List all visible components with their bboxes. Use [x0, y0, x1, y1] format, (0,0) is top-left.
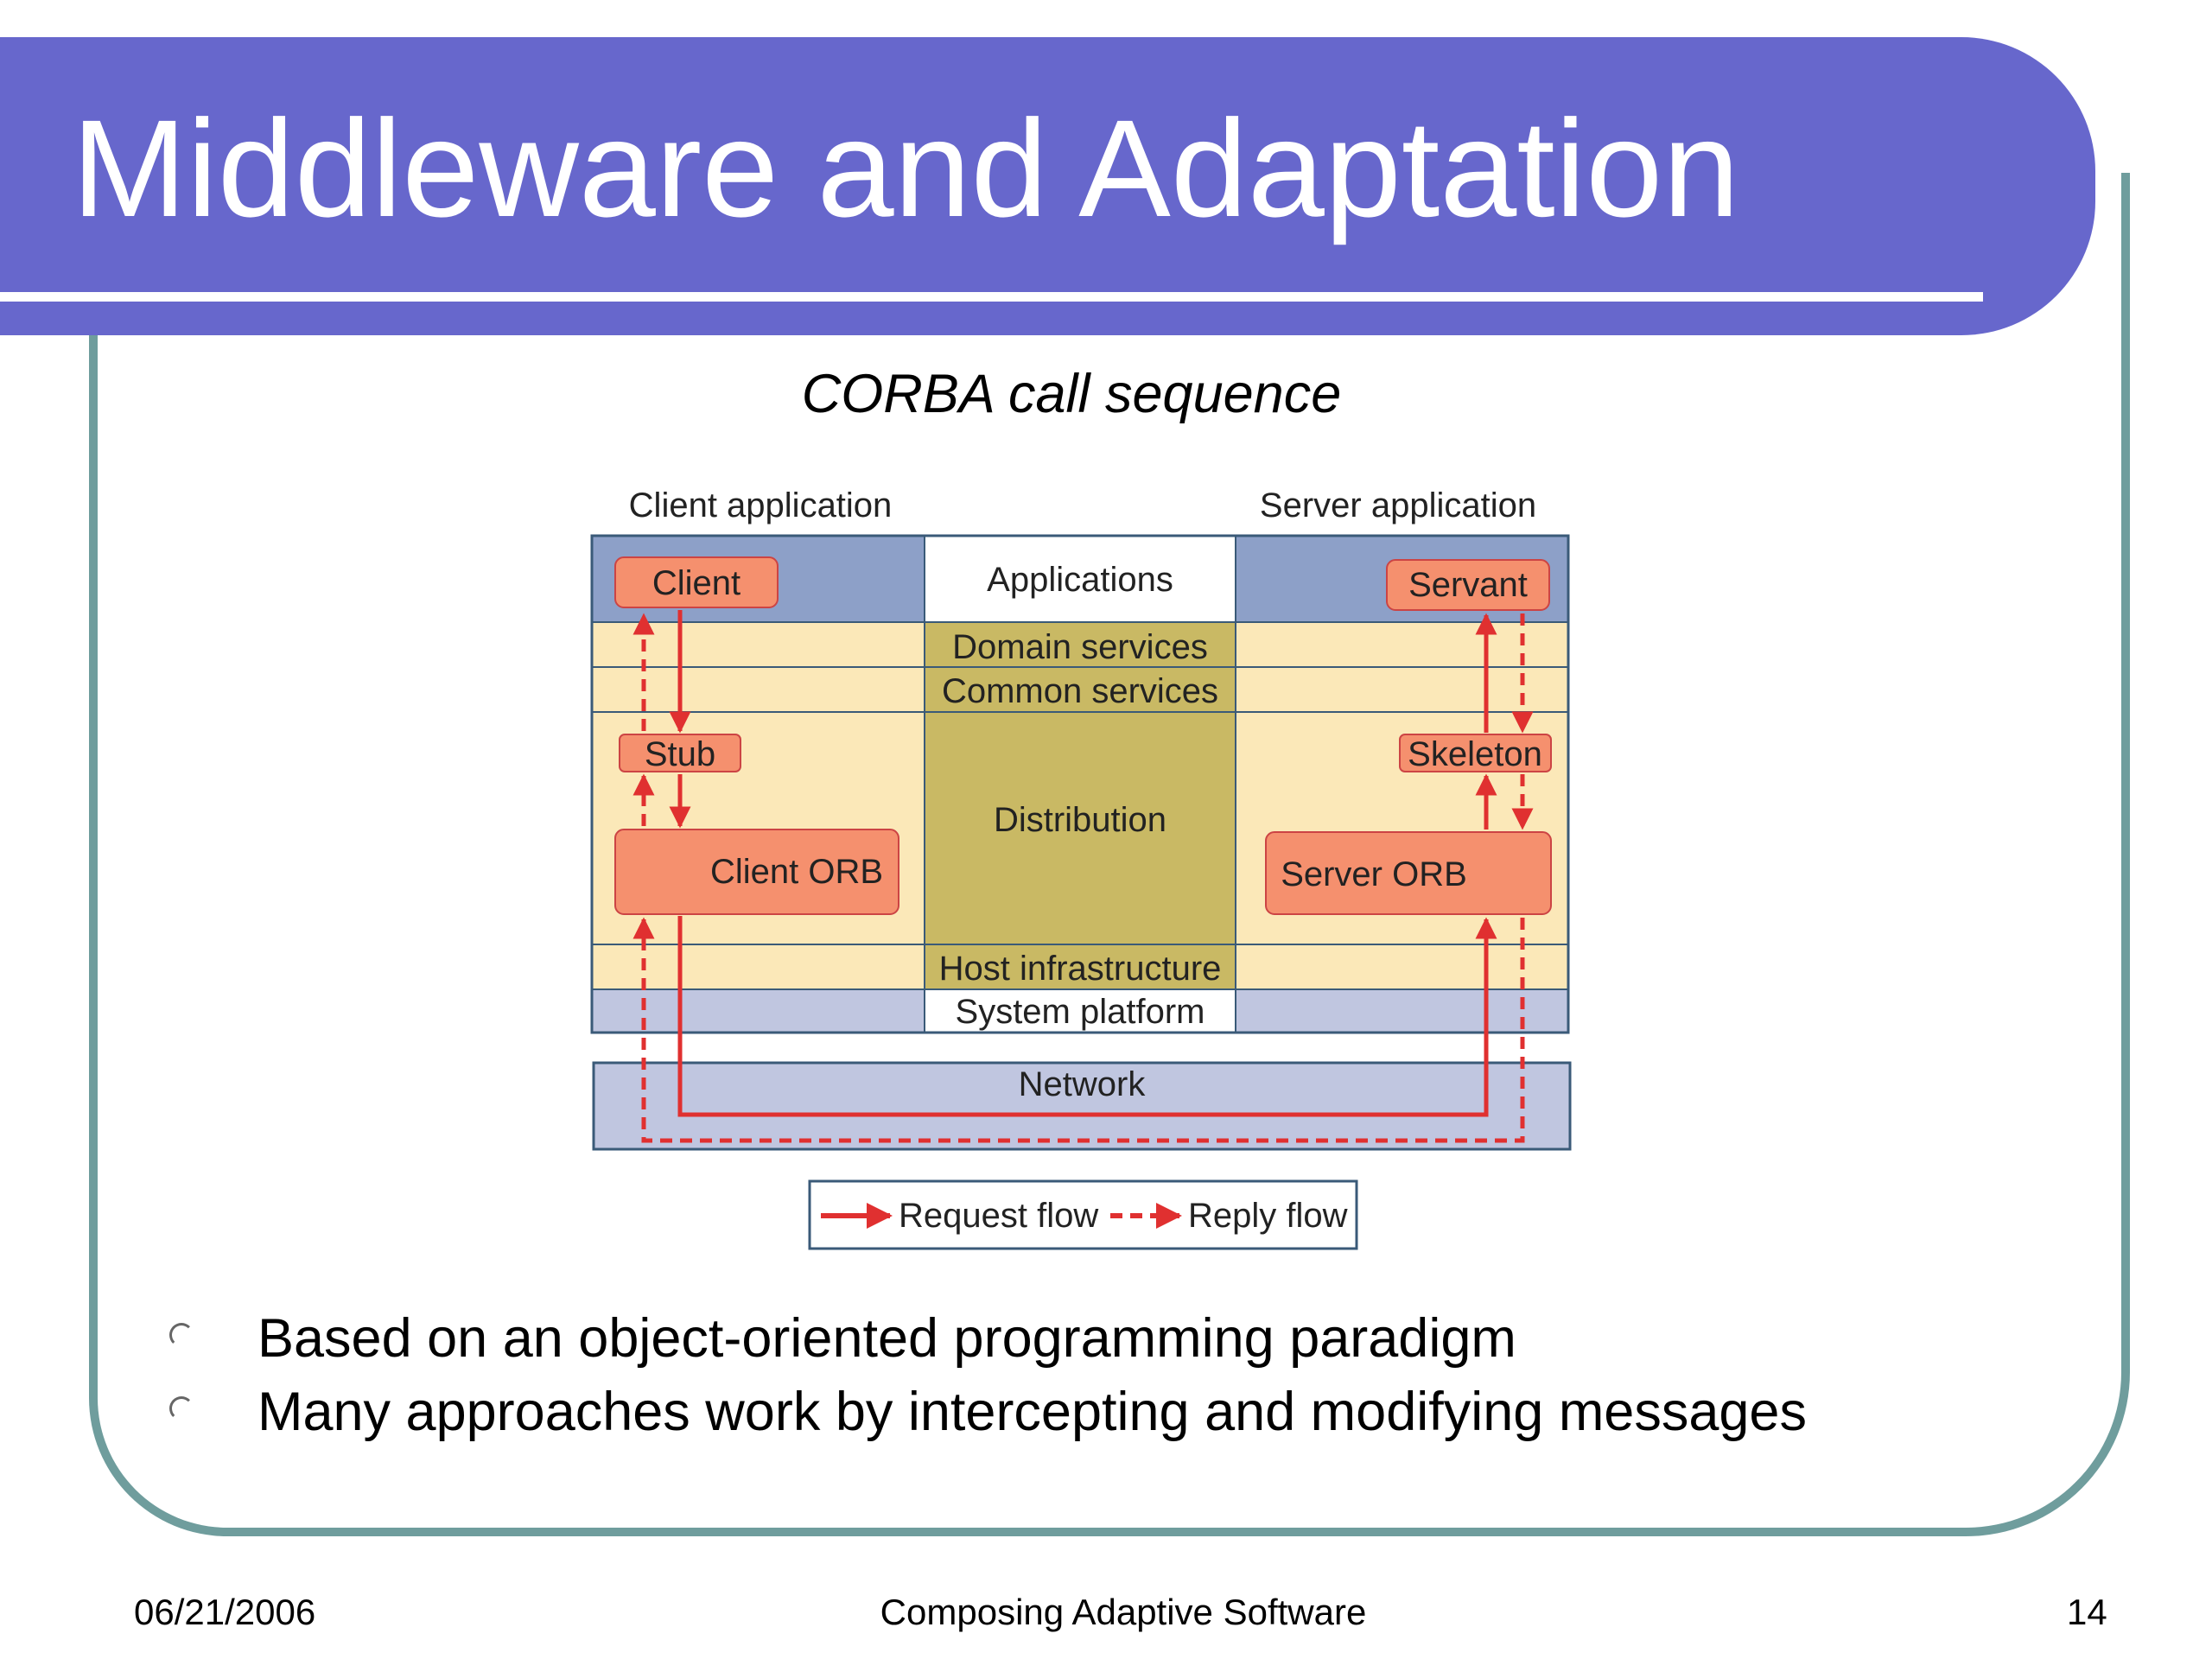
layer-stack-border — [590, 534, 1570, 1034]
distribution-label: Distribution — [994, 801, 1166, 839]
skeleton-label: Skeleton — [1408, 735, 1542, 773]
bullet-text: Many approaches work by intercepting and… — [257, 1382, 1807, 1442]
request-path — [677, 916, 1497, 1117]
page-number: 14 — [2067, 1592, 2107, 1632]
diagram-caption: CORBA call sequence — [801, 364, 1342, 424]
legend-request-label: Request flow — [899, 1197, 1098, 1235]
system-platform-layer — [925, 989, 1236, 1033]
common-services-label: Common services — [942, 672, 1218, 710]
title-banner — [0, 37, 2095, 335]
footer-date: 06/21/2006 — [134, 1592, 316, 1632]
slide-title: Middleware and Adaptation — [72, 91, 1740, 245]
system-platform-label: System platform — [956, 993, 1205, 1031]
client-application-label: Client application — [629, 486, 893, 524]
host-infrastructure-label: Host infrastructure — [939, 950, 1222, 988]
skeleton-box — [1399, 734, 1552, 772]
domain-services-label: Domain services — [952, 628, 1208, 666]
banner-underline — [0, 292, 1983, 302]
servant-label: Servant — [1408, 566, 1528, 604]
bullet-icon — [169, 1323, 194, 1347]
footer-title: Composing Adaptive Software — [880, 1592, 1367, 1632]
stub-label: Stub — [645, 735, 715, 773]
server-orb-box — [1265, 831, 1552, 915]
client-orb-label: Client ORB — [710, 853, 883, 891]
legend-box — [808, 1179, 1358, 1250]
client-orb-box — [614, 829, 899, 915]
client-box — [614, 556, 779, 608]
slide-frame — [89, 173, 2130, 1536]
reply-path — [632, 917, 1525, 1143]
server-application-label: Server application — [1260, 486, 1536, 524]
middleware-core — [925, 622, 1236, 989]
servant-box — [1386, 559, 1550, 611]
server-orb-label: Server ORB — [1281, 855, 1467, 893]
legend-reply-label: Reply flow — [1188, 1197, 1348, 1235]
network-label: Network — [1019, 1065, 1147, 1103]
network-layer — [592, 1061, 1572, 1151]
applications-label: Applications — [987, 561, 1173, 599]
bullet-icon — [169, 1396, 194, 1421]
applications-layer — [925, 536, 1236, 622]
stub-box — [619, 734, 741, 772]
bullet-text: Based on an object-oriented programming … — [257, 1308, 1516, 1369]
client-label: Client — [652, 564, 741, 602]
